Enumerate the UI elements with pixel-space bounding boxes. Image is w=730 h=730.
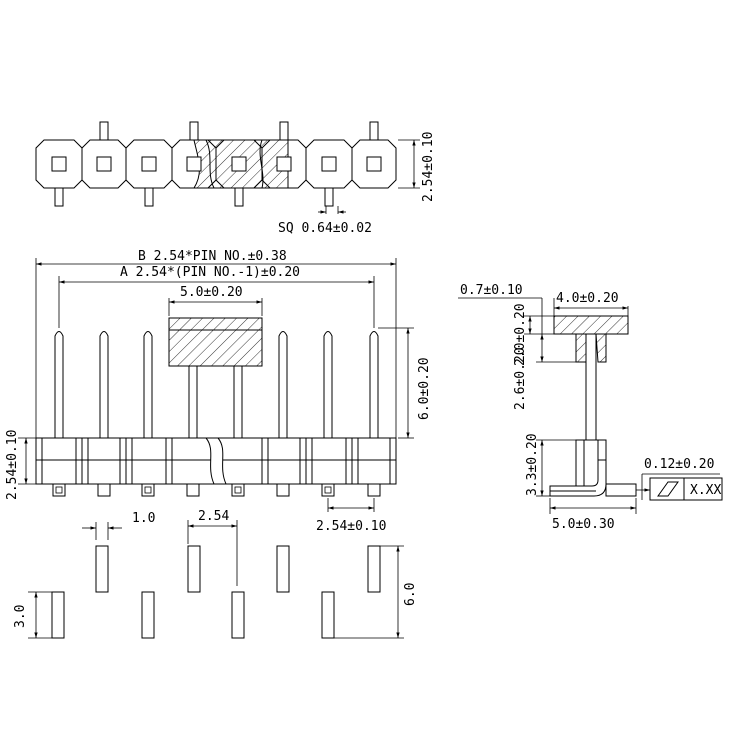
hatched-block xyxy=(168,317,263,367)
pitch-dimension: 2.54 xyxy=(187,509,238,586)
sq-pin-label: SQ 0.64±0.02 xyxy=(278,221,372,236)
top-view-pin-squares xyxy=(51,156,382,172)
side-33-label: 3.3±0.20 xyxy=(525,433,540,496)
front-view: B 2.54*PIN NO.±0.38 A 2.54*(PIN NO.-1)±0… xyxy=(5,249,432,534)
center-width-label: 5.0±0.20 xyxy=(180,285,243,300)
dimension-b: B 2.54*PIN NO.±0.38 xyxy=(35,249,397,438)
pin-width-label: 1.0 xyxy=(132,511,155,526)
side-26-dimension: 2.6±0.20 xyxy=(513,334,576,410)
pitch-tolerance-label: 2.54±0.10 xyxy=(316,519,386,534)
pin-width-dimension: 1.0 xyxy=(82,511,155,540)
front-view-pins xyxy=(54,331,379,439)
flatness-label: 0.12±0.20 xyxy=(644,457,714,472)
top-height-dimension: 2.54±0.10 xyxy=(398,132,436,202)
side-20-dimension: 2.0±0.20 xyxy=(513,303,554,366)
pitch-tolerance-dimension: 2.54±0.10 xyxy=(316,498,386,534)
top-height-label: 2.54±0.10 xyxy=(421,132,436,202)
sq-pin-dimension: SQ 0.64±0.02 xyxy=(278,206,372,236)
pcb-total-dimension: 6.0 xyxy=(334,545,418,639)
side-33-dimension: 3.3±0.20 xyxy=(525,433,576,497)
front-height-label: 2.54±0.10 xyxy=(5,430,20,500)
dimension-a: A 2.54*(PIN NO.-1)±0.20 xyxy=(58,265,375,328)
side-view: 0.7±0.10 4.0±0.20 2.0±0.20 xyxy=(458,283,723,532)
tolerance-box-label: X.XX xyxy=(690,483,721,498)
side-40-dimension: 4.0±0.20 xyxy=(554,291,629,316)
side-lower-housing xyxy=(549,439,637,497)
side-50-dimension: 5.0±0.30 xyxy=(549,498,637,532)
front-view-housing xyxy=(35,437,397,485)
pcb-layout: 1.0 2.54 3.0 xyxy=(13,509,418,639)
front-height-dimension: 2.54±0.10 xyxy=(5,430,36,500)
side-20-label: 2.0±0.20 xyxy=(513,303,528,366)
pcb-height-label: 3.0 xyxy=(13,605,28,628)
side-40-label: 4.0±0.20 xyxy=(556,291,619,306)
dimension-a-label: A 2.54*(PIN NO.-1)±0.20 xyxy=(120,265,300,280)
pcb-pads-lower xyxy=(51,591,335,639)
front-view-lower-pins xyxy=(52,483,381,497)
upper-pin-dimension: 6.0±0.20 xyxy=(378,327,432,439)
side-26-label: 2.6±0.20 xyxy=(513,347,528,410)
flatness-callout: 0.12±0.20 X.XX xyxy=(636,457,723,501)
side-hatched-body xyxy=(553,315,629,335)
pcb-pads-upper xyxy=(95,545,381,593)
pcb-total-label: 6.0 xyxy=(403,583,418,606)
side-50-label: 5.0±0.30 xyxy=(552,517,615,532)
upper-pin-label: 6.0±0.20 xyxy=(417,357,432,420)
pcb-height-dimension: 3.0 xyxy=(13,591,52,639)
side-07-dimension: 0.7±0.10 xyxy=(458,283,555,334)
top-view: 2.54±0.10 SQ 0.64±0.02 xyxy=(35,121,436,236)
pitch-label: 2.54 xyxy=(198,509,229,524)
center-width-dimension: 5.0±0.20 xyxy=(168,285,263,316)
dimension-b-label: B 2.54*PIN NO.±0.38 xyxy=(138,249,287,264)
side-07-label: 0.7±0.10 xyxy=(460,283,523,298)
